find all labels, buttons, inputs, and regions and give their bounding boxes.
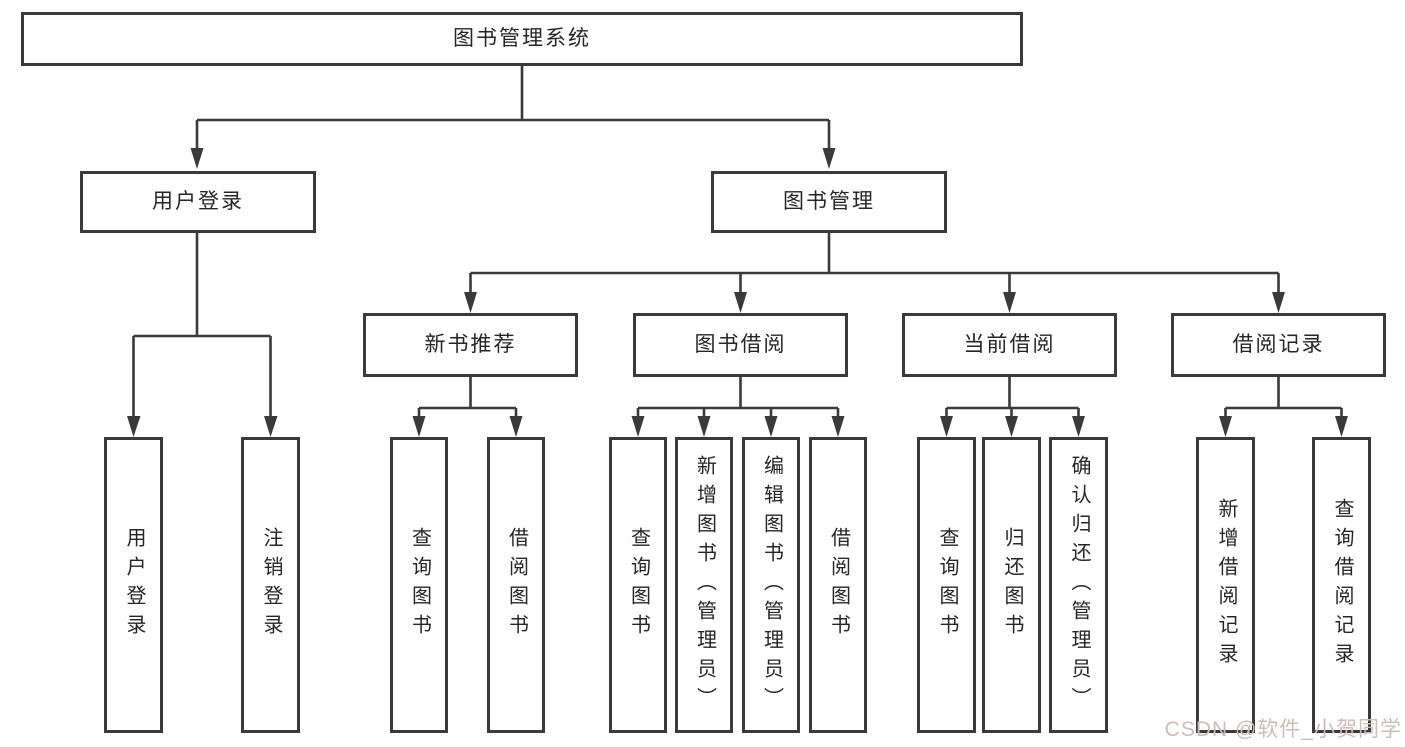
connector-root-to-level1 bbox=[195, 66, 831, 149]
arrowhead bbox=[1335, 416, 1348, 437]
arrowhead bbox=[412, 416, 426, 437]
leaf-logout: 注销登录 bbox=[241, 437, 300, 733]
csdn-watermark: CSDN @软件_小贺同学 bbox=[1164, 718, 1402, 741]
leaf-nb-query-book-label: 查询图书 bbox=[408, 527, 431, 643]
node-book-borrowing-label: 图书借阅 bbox=[694, 333, 787, 357]
arrowhead bbox=[127, 416, 141, 437]
connector-book-borrowing-to-leaves bbox=[636, 377, 840, 417]
arrowhead bbox=[764, 416, 778, 437]
node-borrowing-records-label: 借阅记录 bbox=[1232, 333, 1325, 357]
leaf-bb-query-book-label: 查询图书 bbox=[627, 527, 650, 643]
leaf-cb-confirm-return-admin-label: 确认归还（管理员） bbox=[1068, 454, 1090, 716]
connector-current-borrowing-to-leaves bbox=[945, 377, 1080, 417]
leaf-bb-add-book-admin-label: 新增图书（管理员） bbox=[693, 454, 716, 716]
connector-book-management-to-level2 bbox=[469, 233, 1280, 293]
leaf-bb-edit-book-admin-label: 编辑图书（管理员） bbox=[760, 454, 783, 716]
leaf-cb-return-book: 归还图书 bbox=[982, 437, 1041, 733]
arrowhead bbox=[509, 416, 523, 437]
leaf-nb-query-book: 查询图书 bbox=[390, 437, 448, 733]
node-current-borrowing: 当前借阅 bbox=[902, 313, 1117, 377]
node-book-management-label: 图书管理 bbox=[783, 190, 875, 214]
arrowhead bbox=[1003, 292, 1016, 313]
arrowhead bbox=[190, 148, 204, 169]
leaf-logout-label: 注销登录 bbox=[260, 527, 282, 643]
arrowhead bbox=[1219, 416, 1232, 437]
arrowheads bbox=[127, 148, 1348, 437]
arrowhead bbox=[734, 292, 747, 313]
leaf-bb-query-book: 查询图书 bbox=[609, 437, 667, 733]
leaf-user-login: 用户登录 bbox=[104, 437, 163, 733]
leaf-bb-borrow-book: 借阅图书 bbox=[809, 437, 867, 733]
node-new-book-recommend: 新书推荐 bbox=[363, 313, 578, 377]
node-book-borrowing: 图书借阅 bbox=[633, 313, 848, 377]
arrowhead bbox=[822, 148, 836, 169]
node-user-login: 用户登录 bbox=[80, 171, 316, 233]
node-borrowing-records: 借阅记录 bbox=[1171, 313, 1386, 377]
node-new-book-recommend-label: 新书推荐 bbox=[424, 333, 517, 357]
leaf-br-add-record: 新增借阅记录 bbox=[1196, 437, 1255, 733]
node-user-login-label: 用户登录 bbox=[152, 190, 244, 214]
leaf-br-query-record: 查询借阅记录 bbox=[1312, 437, 1371, 733]
connector-borrowing-records-to-leaves bbox=[1224, 377, 1343, 417]
connector-user-login-to-leaves bbox=[132, 233, 272, 417]
arrowhead bbox=[1005, 416, 1018, 437]
node-root: 图书管理系统 bbox=[21, 12, 1023, 66]
arrowhead bbox=[940, 416, 953, 437]
node-root-label: 图书管理系统 bbox=[453, 27, 591, 51]
arrowhead bbox=[631, 416, 645, 437]
leaf-cb-return-book-label: 归还图书 bbox=[1001, 527, 1023, 643]
leaf-br-query-record-label: 查询借阅记录 bbox=[1331, 498, 1353, 672]
leaf-nb-borrow-book-label: 借阅图书 bbox=[505, 527, 528, 643]
node-book-management: 图书管理 bbox=[711, 171, 947, 233]
leaf-nb-borrow-book: 借阅图书 bbox=[487, 437, 545, 733]
arrowhead bbox=[1272, 292, 1285, 313]
arrowhead bbox=[264, 416, 278, 437]
arrowhead bbox=[831, 416, 845, 437]
leaf-br-add-record-label: 新增借阅记录 bbox=[1215, 498, 1237, 672]
leaf-cb-confirm-return-admin: 确认归还（管理员） bbox=[1049, 437, 1108, 733]
connector-new-book-recommend-to-leaves bbox=[417, 377, 518, 417]
arrowhead bbox=[1072, 416, 1085, 437]
arrowhead bbox=[697, 416, 711, 437]
leaf-bb-add-book-admin: 新增图书（管理员） bbox=[675, 437, 733, 733]
leaf-bb-borrow-book-label: 借阅图书 bbox=[827, 527, 850, 643]
leaf-cb-query-book-label: 查询图书 bbox=[936, 527, 958, 643]
leaf-cb-query-book: 查询图书 bbox=[917, 437, 976, 733]
node-current-borrowing-label: 当前借阅 bbox=[963, 333, 1056, 357]
leaf-bb-edit-book-admin: 编辑图书（管理员） bbox=[742, 437, 800, 733]
arrowhead bbox=[464, 292, 477, 313]
leaf-user-login-label: 用户登录 bbox=[123, 527, 145, 643]
